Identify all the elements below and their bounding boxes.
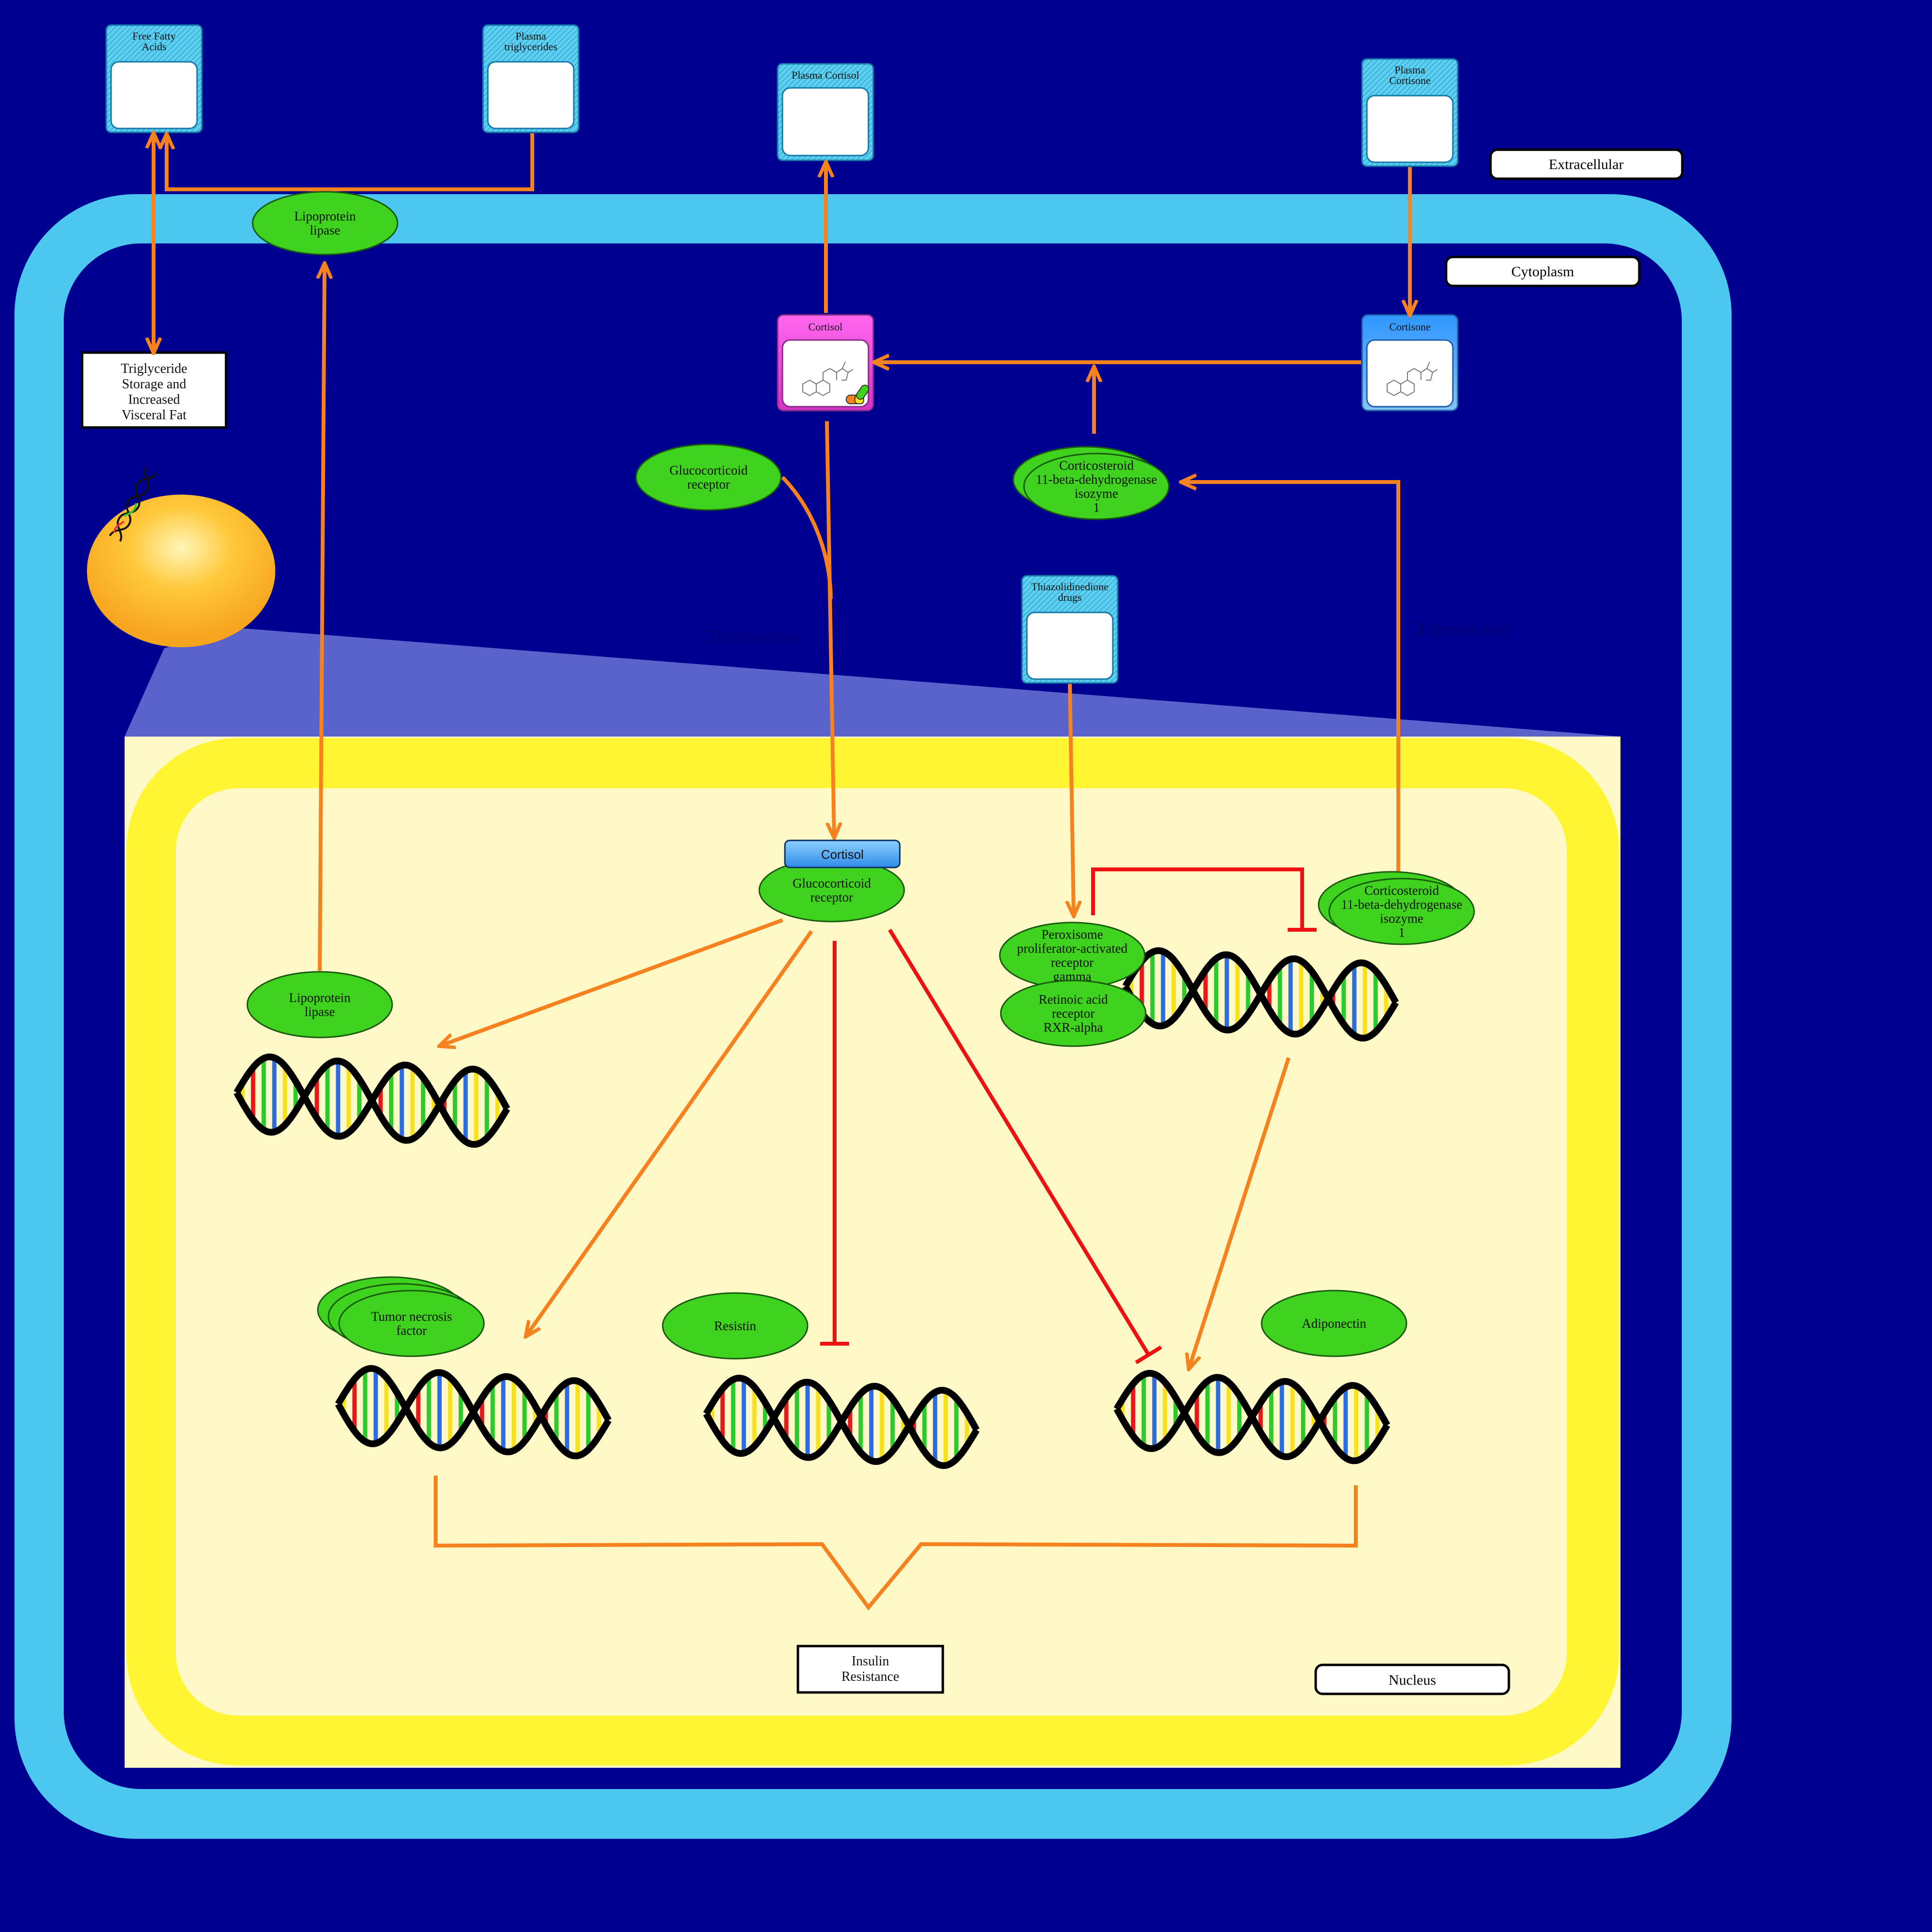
edge-ppar-inhibits-hsd-gene[interactable] <box>1091 867 1304 930</box>
plasma-cortisol-label: Plasma Cortisol <box>792 69 859 81</box>
edge-gr-to-lpl-gene[interactable] <box>440 918 783 1046</box>
adiponectin-nucleus-label: Adiponectin <box>1302 1316 1366 1331</box>
edge-gr-translocation <box>781 476 833 599</box>
adiponectin-nucleus[interactable]: Adiponectin <box>1261 1290 1407 1357</box>
resistin-gene-dna <box>703 1375 980 1469</box>
dna-layer <box>233 947 1399 1469</box>
cortisol-bound-label: Cortisol <box>821 847 864 862</box>
cortisol-bound-to-gr[interactable]: Cortisol <box>784 839 901 868</box>
svg-text:Nucleus: Nucleus <box>1389 1672 1436 1688</box>
label-cytoplasm: Cytoplasm <box>1445 256 1641 287</box>
edge-plasma-triglycerides-to-ffa[interactable] <box>167 133 534 191</box>
nucleoplasm <box>176 788 1567 1716</box>
adiponectin-gene-dna <box>1113 1370 1391 1464</box>
dna-small-icon <box>109 467 157 542</box>
nucleus-small <box>87 495 275 647</box>
drug-pill-icon <box>846 384 869 404</box>
label-extracellular: Extracellular <box>1489 148 1684 180</box>
edge-gr-to-tnf-gene[interactable] <box>526 930 813 1335</box>
label-nucleus: Nucleus <box>1314 1663 1510 1695</box>
plasma-cortisol-node[interactable]: Plasma Cortisol <box>777 63 874 161</box>
resistin-nucleus-label: Resistin <box>714 1319 756 1333</box>
edges <box>154 133 1410 1611</box>
edge-thiazolidinedione-to-ppar[interactable] <box>1070 683 1074 915</box>
lpl-gene-dna <box>233 1053 511 1148</box>
edge-hsd-nuc-to-hsd-cyto[interactable] <box>1182 482 1400 898</box>
translocates-label-2: Translocates <box>1416 619 1508 639</box>
tnf-gene-dna <box>335 1365 612 1460</box>
ppar-target-gene-dna <box>1122 947 1399 1042</box>
edge-genes-to-insulin-resistance[interactable] <box>434 1476 1358 1611</box>
edge-ppar-to-adiponectin-gene[interactable] <box>1189 1057 1291 1368</box>
zoom-projection <box>125 628 1620 737</box>
svg-text:Cytoplasm: Cytoplasm <box>1511 264 1574 280</box>
cortisone-node[interactable]: Cortisone <box>1361 314 1459 412</box>
svg-text:Extracellular: Extracellular <box>1549 156 1624 172</box>
edge-lpl-nuc-to-lpl-cyto[interactable] <box>320 265 325 971</box>
edge-cortisol-translocation[interactable] <box>825 421 834 837</box>
cortisol-label: Cortisol <box>809 321 843 333</box>
resistin-nucleus[interactable]: Resistin <box>662 1292 809 1360</box>
edge-gr-inhibits-adiponectin-gene[interactable] <box>888 928 1151 1356</box>
steroid-structure-icon <box>802 361 853 397</box>
cortisol-node[interactable]: Cortisol <box>777 314 874 412</box>
steroid-structure-icon <box>1387 361 1438 397</box>
cortisone-label: Cortisone <box>1389 321 1431 333</box>
translocates-label-1: Translocates <box>706 626 798 647</box>
